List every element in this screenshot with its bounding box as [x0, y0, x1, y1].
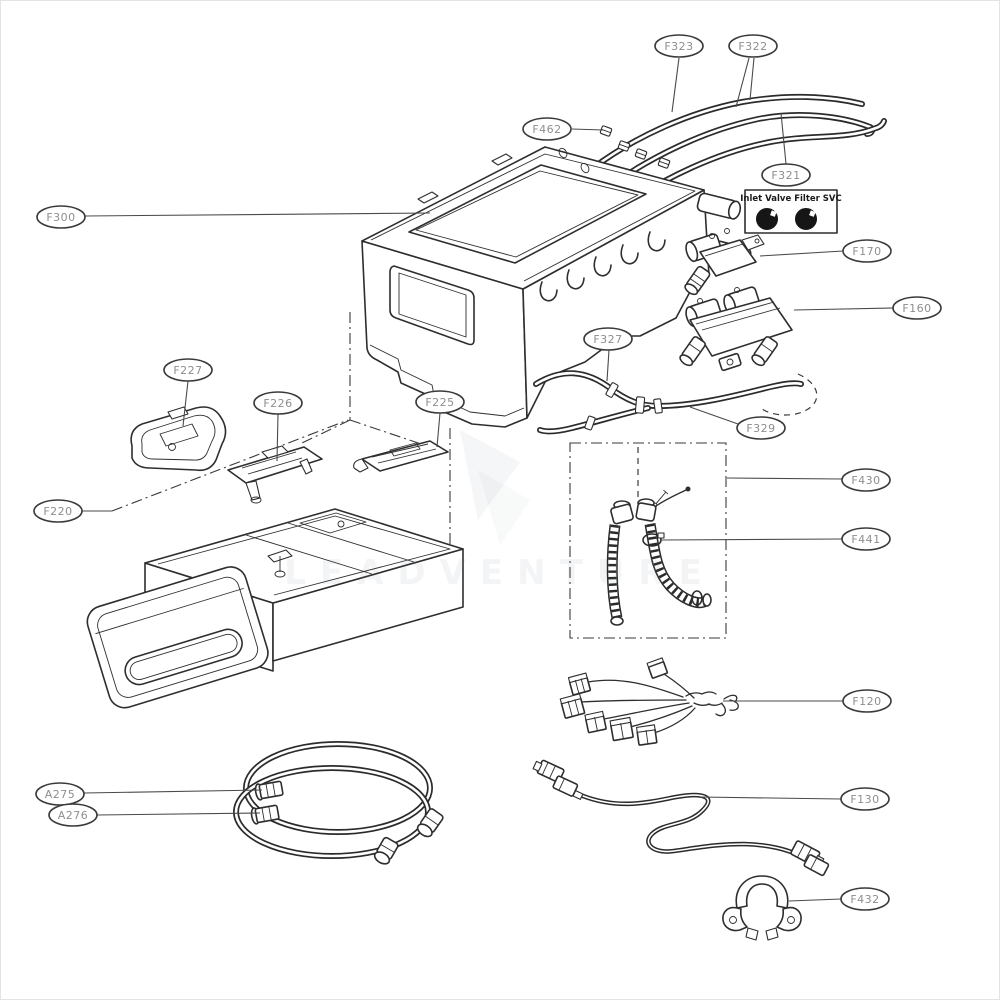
- callout-F462: F462: [522, 117, 604, 141]
- inlet-hoses: [590, 93, 887, 211]
- svc-box-title: Inlet Valve Filter SVC: [740, 194, 842, 204]
- dispenser-hose-assembly: [533, 370, 804, 435]
- sensor-cable: [532, 759, 830, 877]
- watermark: LEADVENTURE: [284, 430, 716, 593]
- callout-F321: F321: [761, 112, 811, 187]
- drawer-handle: [124, 628, 243, 686]
- callout-A276: A276: [48, 803, 261, 827]
- callout-F170: F170: [759, 239, 892, 263]
- callout-label: F130: [850, 793, 879, 806]
- wire-harness: [559, 657, 739, 746]
- callout-label: F441: [851, 533, 880, 546]
- callout-F327: F327: [583, 327, 633, 382]
- callout-A275: A275: [35, 782, 263, 806]
- callout-label: F120: [852, 695, 881, 708]
- callout-label: F300: [46, 211, 75, 224]
- callout-F329: F329: [689, 406, 786, 440]
- single-inlet-valve: [684, 228, 765, 296]
- dispenser-drawer: [86, 508, 464, 709]
- hose-kit-box: [569, 442, 727, 639]
- callout-F130: F130: [699, 787, 890, 811]
- callout-label: F430: [851, 474, 880, 487]
- cover-bracket: [353, 440, 449, 473]
- callout-label: F462: [532, 123, 561, 136]
- callout-label: F226: [263, 397, 292, 410]
- callout-F226: F226: [253, 391, 303, 462]
- dispenser-cap: [130, 406, 227, 472]
- hose-holder-clamp: [722, 875, 802, 941]
- double-inlet-valve: [679, 286, 818, 416]
- callout-label: F329: [746, 422, 775, 435]
- inlet-valve-filter-svc-box: Inlet Valve Filter SVC: [740, 189, 842, 234]
- callout-F323: F323: [654, 34, 704, 113]
- callout-F430: F430: [726, 468, 891, 492]
- siphon-bracket: [227, 445, 323, 504]
- callout-label: F327: [593, 333, 622, 346]
- callout-F160: F160: [793, 296, 942, 320]
- hose-clips: [599, 125, 671, 169]
- callout-label: F323: [664, 40, 693, 53]
- callouts: F323 F322 F462 F321 F300 F170: [33, 34, 942, 911]
- callout-label: F227: [173, 364, 202, 377]
- callout-F322: F322: [728, 34, 778, 108]
- callout-label: F170: [852, 245, 881, 258]
- supply-hoses: [233, 741, 444, 865]
- callout-F432: F432: [788, 887, 890, 911]
- callout-label: F225: [425, 396, 454, 409]
- callout-label: F322: [738, 40, 767, 53]
- callout-label: F432: [850, 893, 879, 906]
- callout-label: F220: [43, 505, 72, 518]
- callout-F120: F120: [723, 689, 892, 713]
- callout-F300: F300: [36, 205, 431, 229]
- callout-F227: F227: [163, 358, 213, 427]
- callout-F225: F225: [415, 390, 465, 448]
- callout-F441: F441: [660, 527, 891, 551]
- callout-label: F321: [771, 169, 800, 182]
- callout-label: A276: [58, 809, 89, 822]
- watermark-text: LEADVENTURE: [284, 553, 716, 593]
- dispenser-housing: [361, 146, 752, 428]
- callout-label: A275: [45, 788, 76, 801]
- callout-label: F160: [902, 302, 931, 315]
- callout-F220: F220: [33, 499, 112, 523]
